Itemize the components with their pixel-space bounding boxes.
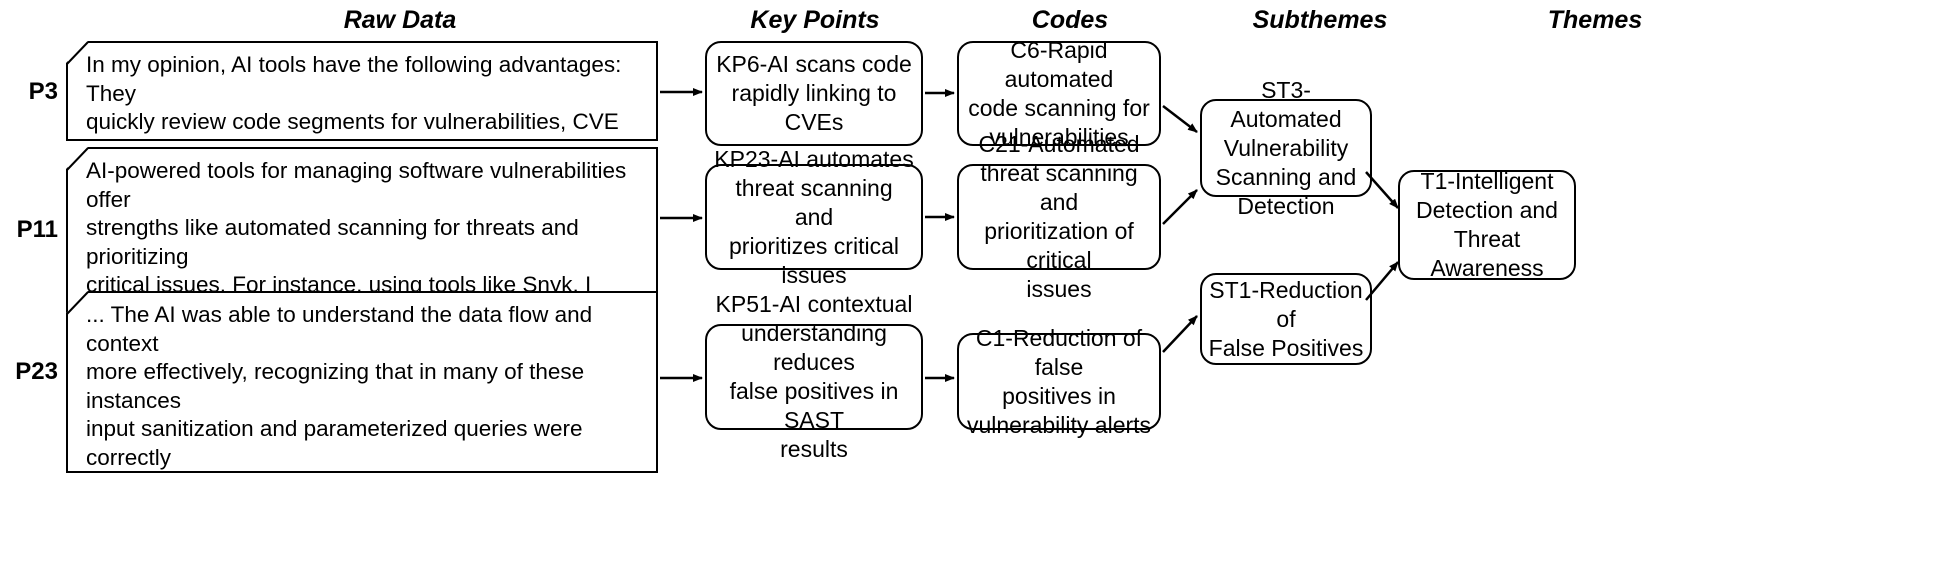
- column-header-raw-data: Raw Data: [343, 6, 457, 34]
- column-header-subthemes: Subthemes: [1252, 6, 1388, 34]
- raw-data-box-p3[interactable]: In my opinion, AI tools have the followi…: [66, 41, 658, 141]
- code-box-c1[interactable]: C1-Reduction of false positives in vulne…: [957, 325, 1161, 438]
- key-point-box-kp23[interactable]: KP23-AI automates threat scanning and pr…: [705, 146, 923, 288]
- raw-data-text-p23: ... The AI was able to understand the da…: [86, 302, 604, 583]
- code-box-c21[interactable]: C21-Automated threat scanning and priori…: [957, 131, 1161, 302]
- arrow-c21-to-st3: [1162, 189, 1198, 225]
- column-header-codes: Codes: [1031, 6, 1109, 34]
- column-header-key-points: Key Points: [750, 6, 880, 34]
- arrow-c1-to-st1: [1162, 315, 1198, 353]
- participant-label-p23: P23: [15, 358, 58, 385]
- arrow-c6-to-st3: [1162, 105, 1198, 133]
- subtheme-box-st3[interactable]: ST3-Automated Vulnerability Scanning and…: [1200, 77, 1372, 219]
- raw-data-text-p11: AI-powered tools for managing software v…: [86, 158, 627, 326]
- participant-label-p3: P3: [28, 78, 58, 105]
- participant-label-p11: P11: [16, 216, 58, 243]
- subtheme-box-st1[interactable]: ST1-Reduction of False Positives: [1200, 273, 1372, 365]
- raw-data-box-p23[interactable]: ... The AI was able to understand the da…: [66, 291, 658, 473]
- column-header-themes: Themes: [1547, 6, 1643, 34]
- key-point-box-kp6[interactable]: KP6-AI scans code rapidly linking to CVE…: [705, 41, 923, 146]
- theme-box-t1[interactable]: T1-Intelligent Detection and Threat Awar…: [1398, 168, 1576, 281]
- raw-data-text-p3: In my opinion, AI tools have the followi…: [86, 52, 622, 141]
- code-box-c6[interactable]: C6-Rapid automated code scanning for vul…: [957, 37, 1161, 150]
- key-point-box-kp51[interactable]: KP51-AI contextual understanding reduces…: [705, 291, 923, 462]
